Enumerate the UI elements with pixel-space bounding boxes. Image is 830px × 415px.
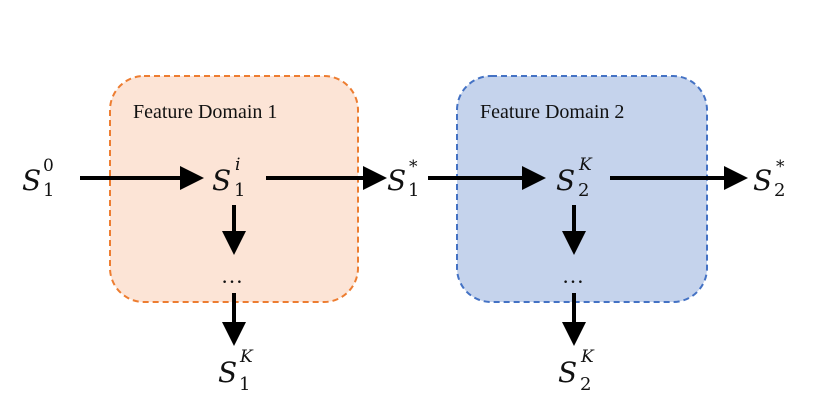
node-s2-k-top: S K 2 (556, 155, 593, 201)
node-s1-0: S 0 1 (22, 156, 54, 201)
node-s2-k-bottom-base: S (558, 356, 577, 389)
node-s1-i-sup: i (235, 155, 240, 175)
node-s2-star-base: S (753, 164, 772, 197)
node-s1-star-base: S (387, 164, 406, 197)
node-s2-k-top-base: S (556, 164, 575, 197)
node-s1-0-sup: 0 (43, 156, 54, 176)
node-s1-0-sub: 1 (43, 180, 54, 201)
feature-domain-1: Feature Domain 1 (109, 75, 359, 303)
node-s1-star: S * 1 (387, 157, 419, 201)
node-s1-star-sup: * (409, 157, 418, 177)
node-s2-star-sub: 2 (774, 180, 785, 201)
feature-domain-2-box (456, 75, 708, 303)
node-s1-i-sub: 1 (234, 180, 245, 201)
node-s1-k-sub: 1 (239, 374, 250, 395)
node-s1-i-base: S (212, 164, 231, 197)
node-s2-star: S * 2 (753, 157, 785, 201)
node-s2-k-bottom: S K 2 (558, 347, 595, 395)
node-s1-0-base: S (22, 164, 41, 197)
feature-domain-2-label: Feature Domain 2 (480, 101, 624, 123)
node-s1-star-sub: 1 (408, 180, 419, 201)
node-s2-k-bottom-sup: K (580, 347, 595, 367)
node-s2-star-sup: * (776, 157, 785, 177)
ellipsis-domain-2: … (562, 263, 584, 288)
feature-domain-1-label: Feature Domain 1 (133, 101, 277, 123)
node-s1-k-sup: K (239, 347, 254, 367)
feature-domain-2: Feature Domain 2 (456, 75, 708, 303)
node-s1-k-base: S (218, 356, 237, 389)
node-s2-k-top-sup: K (578, 155, 593, 175)
node-s1-k: S K 1 (218, 347, 254, 395)
node-s1-i: S i 1 (212, 155, 245, 201)
node-s2-k-bottom-sub: 2 (580, 374, 591, 395)
node-s2-k-top-sub: 2 (578, 180, 589, 201)
ellipsis-domain-1: … (221, 263, 243, 288)
